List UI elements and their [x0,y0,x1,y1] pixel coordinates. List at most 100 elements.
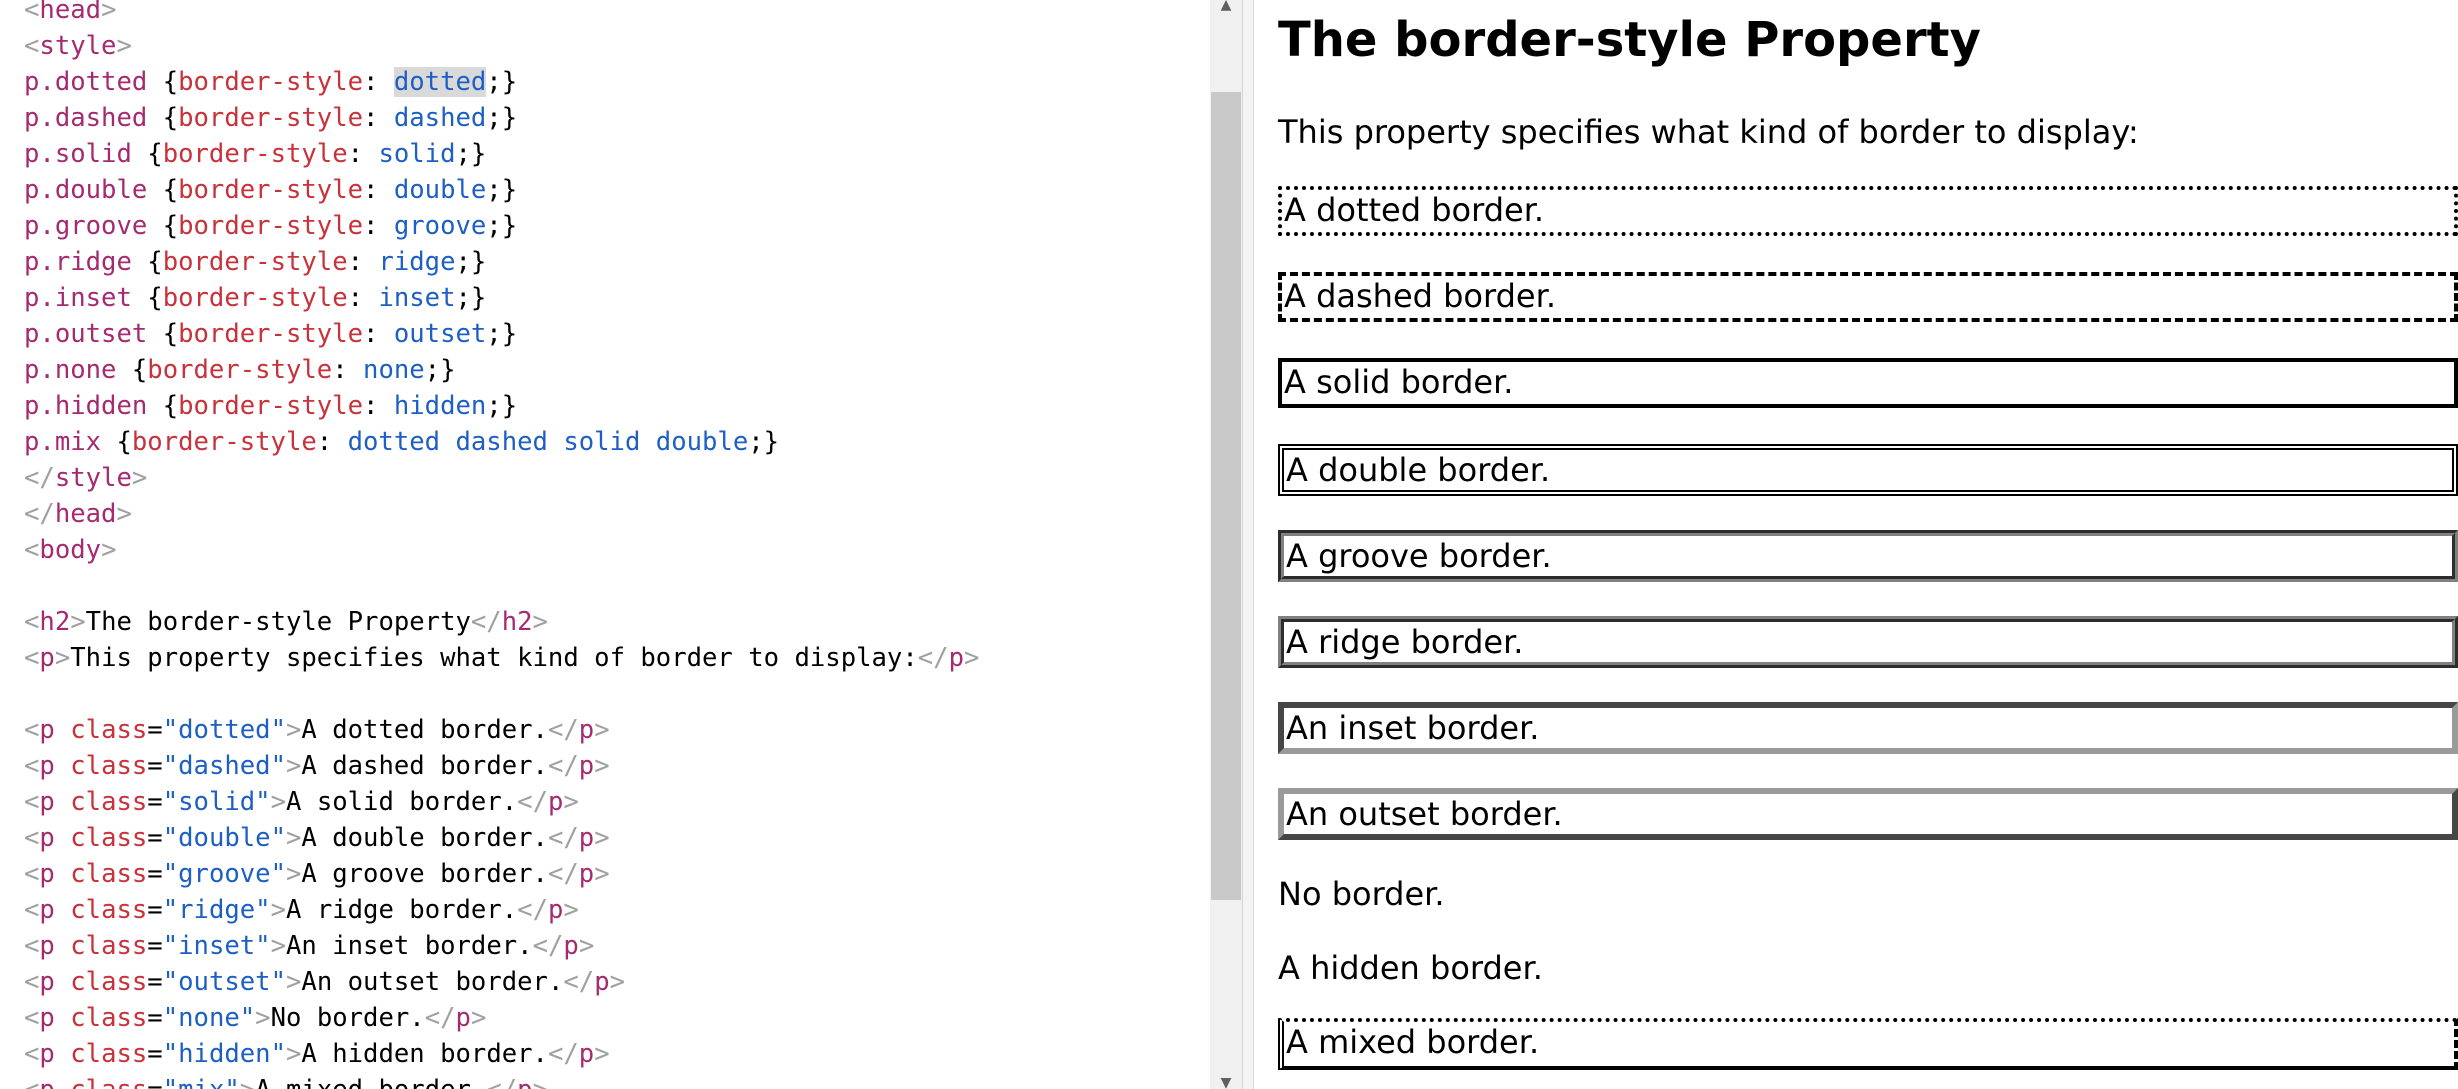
code-token: = [147,715,163,745]
code-token: p.hidden [24,391,163,421]
code-line[interactable]: <p class="double">A double border.</p> [24,820,979,856]
code-token: > [286,715,302,745]
scroll-thumb[interactable] [1211,92,1241,900]
code-token: class [70,751,148,781]
code-token: p.dashed [24,103,163,133]
code-line[interactable] [24,568,979,604]
code-token: p [39,751,71,781]
code-token: > [594,859,610,889]
code-line[interactable]: p.dotted {border-style: dotted;} [24,64,979,100]
code-token: p [547,895,564,925]
code-token: = [147,931,163,961]
code-token: > [594,823,610,853]
code-token: "none" [162,1003,256,1033]
code-token: none [363,355,425,385]
code-token: p [39,787,71,817]
code-token: "groove" [162,859,286,889]
code-line[interactable]: <p class="outset">An outset border.</p> [24,964,979,1000]
inset-border-paragraph: An inset border. [1278,702,2458,754]
code-token: > [286,1039,302,1069]
code-token: > [116,31,132,61]
code-token: p.mix [24,427,117,457]
code-line[interactable] [24,676,979,712]
code-line[interactable]: p.dashed {border-style: dashed;} [24,100,979,136]
code-line[interactable]: <body> [24,532,979,568]
code-line[interactable]: </style> [24,460,979,496]
code-line[interactable]: </head> [24,496,979,532]
code-line[interactable]: p.hidden {border-style: hidden;} [24,388,979,424]
code-line[interactable]: p.double {border-style: double;} [24,172,979,208]
code-content[interactable]: <head><style>p.dotted {border-style: dot… [24,0,979,1089]
code-line[interactable]: <p class="dashed">A dashed border.</p> [24,748,979,784]
code-token: A mixed border. [255,1075,486,1089]
code-editor[interactable]: <head><style>p.dotted {border-style: dot… [0,0,1210,1089]
code-line[interactable]: p.ridge {border-style: ridge;} [24,244,979,280]
code-token: border-style [131,427,317,457]
solid-border-paragraph: A solid border. [1278,358,2458,408]
code-token: border-style [178,175,364,205]
pane-splitter[interactable] [1242,0,1254,1089]
code-token: ;} [486,211,518,241]
code-token: p [547,787,564,817]
code-token: p [948,643,964,673]
code-token: class [70,823,148,853]
code-token: </ [563,967,595,997]
code-token: "dotted" [162,715,286,745]
code-line[interactable]: <p>This property specifies what kind of … [24,640,979,676]
code-token: class [70,931,148,961]
code-line[interactable]: p.outset {border-style: outset;} [24,316,979,352]
code-token: > [101,535,117,565]
no-border-paragraph: No border. [1278,875,1445,913]
code-token: </ [24,499,55,529]
code-token: < [24,0,40,25]
code-token: A double border. [301,823,548,853]
code-token: < [24,1075,39,1089]
code-token: { [147,139,163,169]
code-token: < [24,31,40,61]
code-token: style [54,463,132,493]
code-line[interactable]: p.inset {border-style: inset;} [24,280,979,316]
code-token: = [147,1075,162,1089]
code-line[interactable]: p.mix {border-style: dotted dashed solid… [24,424,979,460]
code-line[interactable]: <p class="groove">A groove border.</p> [24,856,979,892]
code-line[interactable]: <head> [24,0,979,28]
code-token: p [39,823,71,853]
code-token: p [578,715,595,745]
code-line[interactable]: p.solid {border-style: solid;} [24,136,979,172]
code-token: > [563,787,579,817]
code-token: p.none [24,355,132,385]
code-token: = [147,823,163,853]
code-token: { [131,355,148,385]
code-line[interactable]: <p class="dotted">A dotted border.</p> [24,712,979,748]
code-token: p [517,1075,532,1089]
code-line[interactable]: <p class="ridge">A ridge border.</p> [24,892,979,928]
code-line[interactable]: <p class="inset">An inset border.</p> [24,928,979,964]
code-token: p.groove [24,211,163,241]
code-line[interactable]: <style> [24,28,979,64]
code-line[interactable]: <p class="mix">A mixed border.</p> [24,1072,979,1089]
code-line[interactable]: <h2>The border-style Property</h2> [24,604,979,640]
code-token: { [147,283,163,313]
code-line[interactable]: <p class="none">No border.</p> [24,1000,979,1036]
code-line[interactable]: <p class="solid">A solid border.</p> [24,784,979,820]
code-token: p.solid [24,139,148,169]
code-token: p [578,823,595,853]
code-line[interactable]: <p class="hidden">A hidden border.</p> [24,1036,979,1072]
scroll-up-arrow-icon[interactable]: ▲ [1220,0,1232,13]
scroll-down-arrow-icon[interactable]: ▼ [1220,1075,1232,1089]
ridge-border-paragraph: A ridge border. [1278,616,2458,668]
code-token: border-style [162,283,348,313]
code-line[interactable]: p.none {border-style: none;} [24,352,979,388]
code-token: > [240,1075,255,1089]
code-token: class [70,967,148,997]
code-token: > [270,931,287,961]
code-token: = [147,895,163,925]
code-token: p [39,1075,70,1089]
editor-scrollbar[interactable]: ▲ ▼ [1210,0,1242,1089]
code-token: </ [424,1003,456,1033]
code-token: < [24,859,40,889]
code-token: { [147,247,163,277]
code-line[interactable]: p.groove {border-style: groove;} [24,208,979,244]
code-token: ;} [424,355,456,385]
code-token: < [24,643,40,673]
